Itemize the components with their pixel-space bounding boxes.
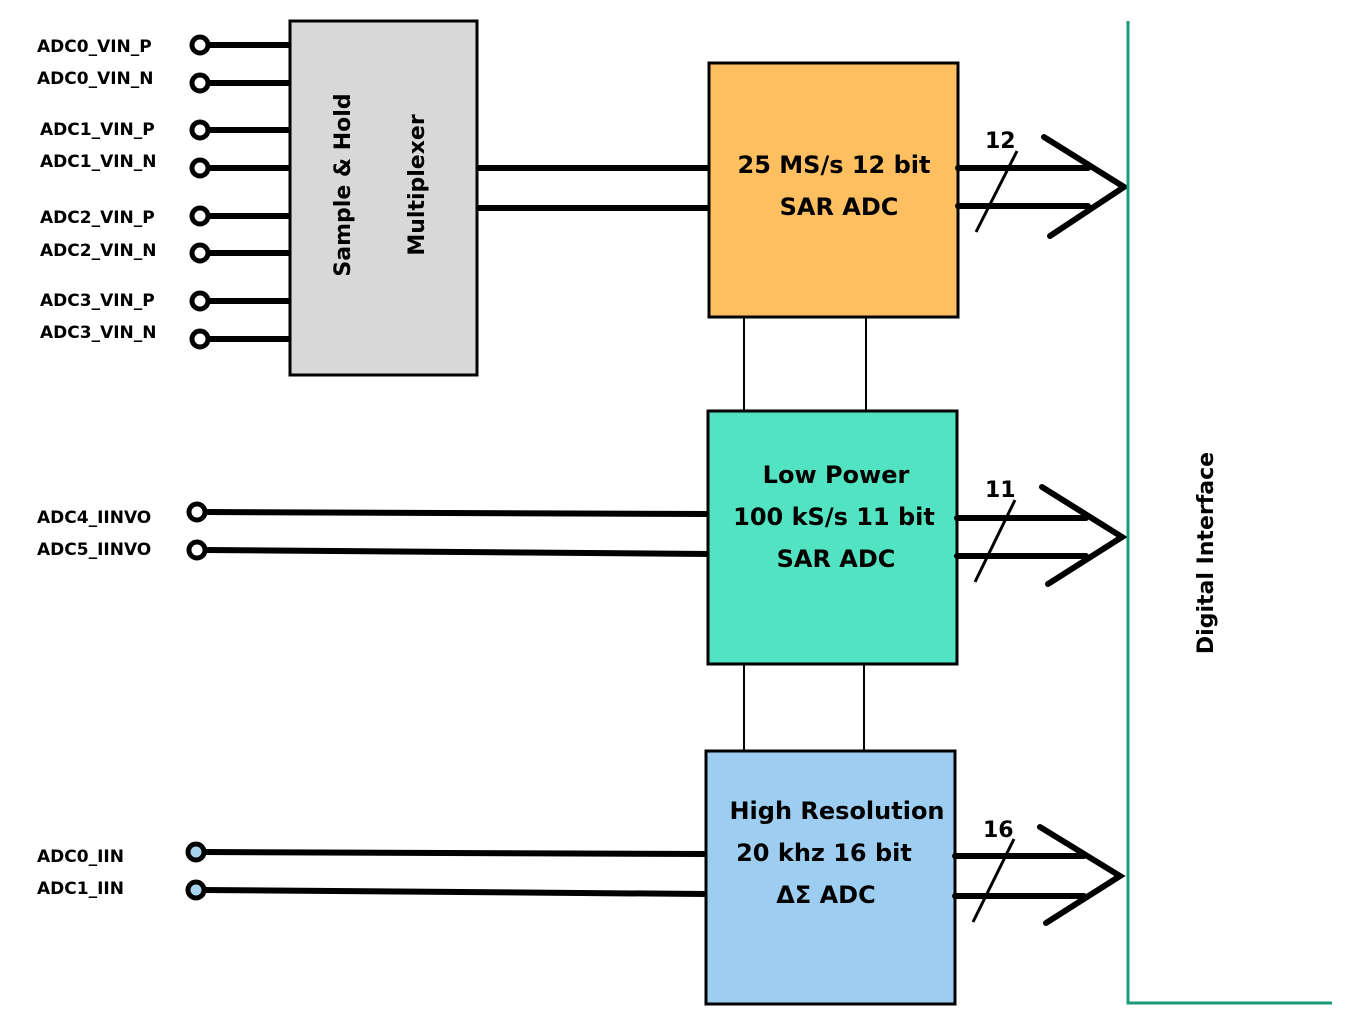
adc-fast-output-bus	[955, 134, 1130, 239]
pin-label-adc2-vin-n: ADC2_VIN_N	[40, 241, 157, 261]
pin-label-adc1-iin: ADC1_IIN	[37, 879, 124, 899]
adc-interconnects	[743, 316, 867, 751]
mux-input-pins	[189, 34, 211, 350]
pin-label-adc3-vin-n: ADC3_VIN_N	[40, 323, 157, 343]
adc-hires-output-bus	[952, 824, 1126, 926]
pin-adc0-iin	[185, 841, 207, 863]
adc-lowpower-block	[706, 409, 959, 666]
pin-label-adc0-vin-n: ADC0_VIN_N	[37, 69, 154, 89]
mux-label-line2: Multiplexer	[405, 114, 430, 255]
pin-label-adc0-iin: ADC0_IIN	[37, 847, 124, 867]
mux-output-wires	[477, 165, 710, 211]
mux-label-line1: Sample & Hold	[331, 93, 356, 276]
adc-fast-block	[707, 61, 960, 319]
pin-adc5-iinvo	[186, 539, 208, 561]
lowpower-input-wires	[204, 509, 710, 557]
adc-fast-label-line2: SAR ADC	[780, 193, 899, 221]
adc-fast-label-line1: 25 MS/s 12 bit	[738, 151, 931, 179]
pin-adc3-vin-n	[189, 328, 211, 350]
adc-lowpower-bus-slash	[973, 499, 1017, 583]
pin-adc3-vin-p	[189, 290, 211, 312]
mux-input-wires	[208, 42, 290, 342]
pin-label-adc1-vin-n: ADC1_VIN_N	[40, 152, 157, 172]
digital-interface-label: Digital Interface	[1194, 452, 1219, 654]
hires-input-wires	[202, 849, 707, 897]
adc-hires-block	[704, 749, 957, 1006]
adc-hires-bus-slash	[971, 838, 1016, 923]
pin-label-adc0-vin-p: ADC0_VIN_P	[37, 37, 152, 57]
adc-lowpower-output-bus	[954, 484, 1128, 587]
adc-lowpower-label-line1: Low Power	[763, 461, 910, 489]
pin-label-adc1-vin-p: ADC1_VIN_P	[40, 120, 155, 140]
adc-fast-bits-label: 12	[985, 129, 1016, 154]
adc-lowpower-bits-label: 11	[985, 478, 1016, 503]
adc-hires-label-line3: ΔΣ ADC	[776, 881, 875, 909]
pin-adc0-vin-n	[189, 72, 211, 94]
pin-adc2-vin-n	[189, 242, 211, 264]
pin-adc1-vin-p	[189, 119, 211, 141]
adc-hires-label-line2: 20 khz 16 bit	[736, 839, 912, 867]
pin-adc0-vin-p	[189, 34, 211, 56]
pin-label-adc3-vin-p: ADC3_VIN_P	[40, 291, 155, 311]
pin-adc2-vin-p	[189, 205, 211, 227]
pin-label-adc4-iinvo: ADC4_IINVO	[37, 508, 151, 528]
adc-hires-label-line1: High Resolution	[729, 797, 944, 825]
pin-adc1-vin-n	[189, 157, 211, 179]
mux-block	[288, 19, 479, 377]
adc-lowpower-label-line2: 100 kS/s 11 bit	[733, 503, 935, 531]
pin-label-adc5-iinvo: ADC5_IINVO	[37, 540, 151, 560]
adc-fast-bus-slash	[974, 150, 1019, 233]
pin-adc1-iin	[185, 879, 207, 901]
pin-adc4-iinvo	[186, 501, 208, 523]
digital-interface-bracket	[1126, 21, 1332, 1005]
pin-label-adc2-vin-p: ADC2_VIN_P	[40, 208, 155, 228]
adc-lowpower-label-line3: SAR ADC	[777, 545, 896, 573]
adc-hires-bits-label: 16	[983, 818, 1014, 843]
